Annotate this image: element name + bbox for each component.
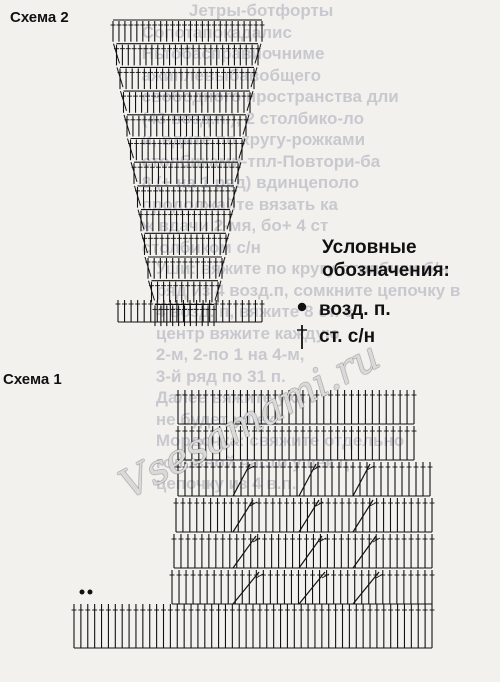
scheme1-increase-stitch bbox=[232, 499, 254, 533]
scheme-1-title: Схема 1 bbox=[3, 371, 62, 388]
scheme2-decrease-right bbox=[254, 43, 262, 64]
scheme-2-diagram bbox=[110, 19, 265, 327]
scheme2-row bbox=[127, 137, 246, 161]
scheme2-decrease-left bbox=[123, 114, 131, 135]
scheme-2-title: Схема 2 bbox=[10, 9, 69, 26]
scheme2-row bbox=[148, 280, 222, 303]
scheme2-row bbox=[123, 114, 250, 137]
scheme2-row bbox=[144, 256, 226, 279]
scheme1-row bbox=[171, 534, 435, 569]
scheme2-decrease-left bbox=[120, 90, 127, 111]
scheme1-increase-stitch bbox=[352, 499, 374, 533]
legend-dc-label: ст. с/н bbox=[319, 326, 376, 347]
scheme2-decrease-right bbox=[214, 280, 222, 301]
scheme1-increase-bar bbox=[312, 465, 321, 471]
scheme1-row bbox=[175, 462, 433, 497]
scheme1-increase-bar bbox=[375, 573, 384, 579]
scheme2-decrease-left bbox=[148, 280, 155, 301]
scheme1-increase-stitch bbox=[352, 571, 380, 605]
scheme2-decrease-left bbox=[127, 138, 134, 159]
scheme1-increase-stitch bbox=[298, 535, 323, 569]
scheme2-decrease-left bbox=[113, 43, 120, 64]
scheme2-row bbox=[130, 161, 242, 184]
scheme1-increase-bar bbox=[372, 537, 381, 543]
scheme2-row bbox=[120, 90, 254, 113]
legend-title: Условные обозначения: bbox=[322, 237, 450, 281]
scheme1-row bbox=[175, 390, 417, 425]
scheme1-increase-bar bbox=[255, 573, 264, 579]
legend-dc-symbol bbox=[297, 325, 307, 349]
scheme1-row bbox=[173, 498, 435, 533]
scheme2-row bbox=[134, 185, 238, 208]
scheme2-row bbox=[152, 303, 217, 327]
scheme1-increase-bar bbox=[249, 501, 258, 507]
legend-chain-symbol bbox=[297, 302, 307, 312]
scheme1-increase-bar bbox=[252, 537, 261, 543]
scheme2-decrease-left bbox=[116, 67, 124, 88]
scheme2-decrease-left bbox=[130, 162, 138, 183]
scheme1-chain-stitch bbox=[87, 589, 93, 595]
scheme2-decrease-left bbox=[144, 256, 152, 277]
scheme2-row bbox=[141, 232, 230, 255]
scheme2-decrease-right bbox=[246, 90, 254, 111]
scheme2-decrease-right bbox=[234, 162, 242, 183]
scheme2-row bbox=[137, 209, 234, 232]
scheme1-chain-stitch bbox=[79, 589, 85, 595]
scheme1-row bbox=[169, 570, 435, 605]
scheme1-increase-bar bbox=[315, 501, 324, 507]
scheme2-decrease-right bbox=[242, 114, 250, 135]
legend-chain-label: возд. п. bbox=[319, 299, 391, 320]
scheme2-decrease-right bbox=[250, 67, 258, 88]
scheme1-increase-bar bbox=[246, 465, 255, 471]
scheme1-increase-stitch bbox=[232, 535, 257, 569]
scheme1-increase-bar bbox=[366, 465, 375, 471]
scheme2-decrease-left bbox=[141, 233, 148, 254]
scheme1-increase-stitch bbox=[298, 571, 326, 605]
scheme1-increase-stitch bbox=[352, 535, 377, 569]
scheme1-increase-stitch bbox=[232, 571, 260, 605]
scheme1-increase-stitch bbox=[232, 463, 251, 497]
scheme1-increase-stitch bbox=[298, 463, 317, 497]
scheme1-row bbox=[175, 426, 417, 461]
scheme2-decrease-right bbox=[230, 185, 238, 206]
scheme2-foundation-row bbox=[115, 300, 265, 323]
scheme2-decrease-right bbox=[238, 138, 246, 159]
scheme2-decrease-right bbox=[222, 233, 230, 254]
legend-symbols bbox=[297, 302, 307, 349]
scheme1-increase-stitch bbox=[298, 499, 320, 533]
scheme-1-diagram bbox=[71, 390, 435, 649]
scheme2-decrease-left bbox=[137, 209, 145, 230]
scheme2-row bbox=[113, 43, 262, 66]
scheme1-increase-bar bbox=[318, 537, 327, 543]
scheme1-bottom-row bbox=[71, 589, 435, 649]
scheme1-increase-bar bbox=[321, 573, 330, 579]
scheme2-decrease-right bbox=[218, 256, 226, 277]
scheme1-increase-bar bbox=[369, 501, 378, 507]
scheme2-decrease-right bbox=[226, 209, 234, 230]
scheme2-row bbox=[116, 66, 258, 90]
scheme1-increase-stitch bbox=[352, 463, 371, 497]
scheme2-row bbox=[110, 19, 265, 42]
scheme2-decrease-left bbox=[134, 185, 141, 206]
